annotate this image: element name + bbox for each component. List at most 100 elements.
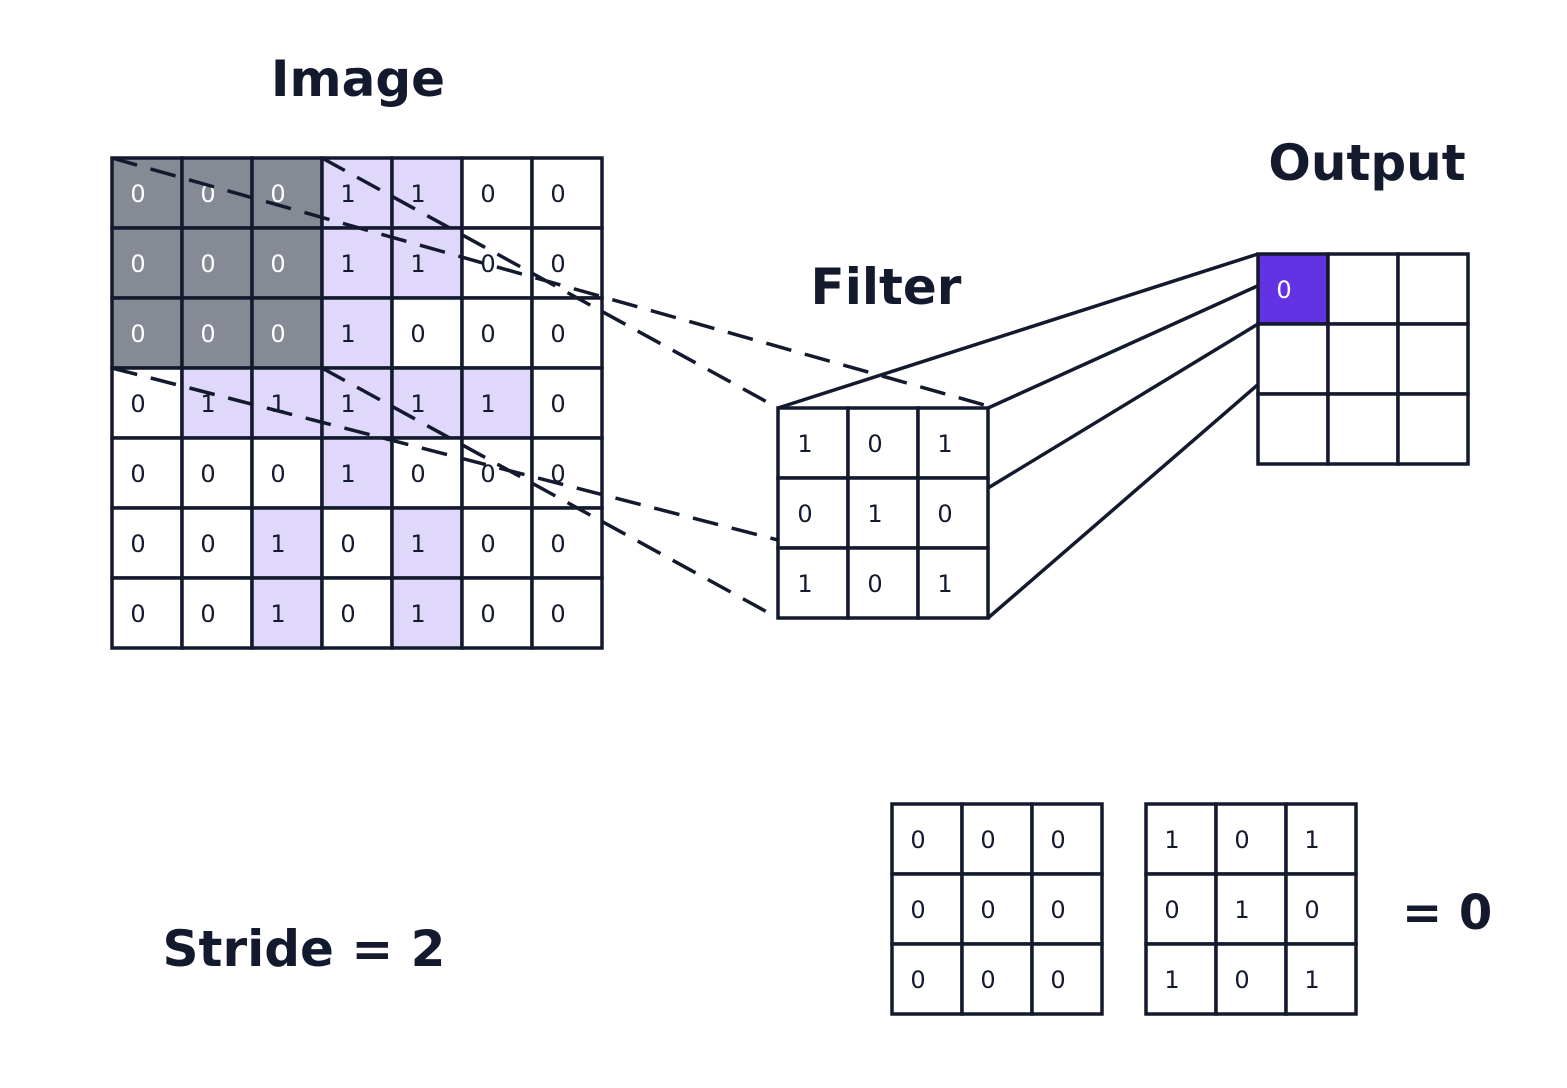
calc-patch-grid-cell <box>1030 872 1104 946</box>
dashed-line <box>111 366 779 542</box>
image-grid-value: 0 <box>410 460 425 488</box>
image-grid-cell <box>250 226 324 300</box>
image-grid-cell <box>460 226 534 300</box>
image-grid-value: 0 <box>270 460 285 488</box>
image-grid-value: 1 <box>200 390 215 418</box>
filter-grid-value: 0 <box>867 570 882 598</box>
image-grid-cell <box>250 296 324 370</box>
image-grid-cell <box>110 506 184 580</box>
image-grid-value: 0 <box>270 320 285 348</box>
image-grid-cell <box>530 576 604 650</box>
dashed-line <box>321 156 779 410</box>
image-grid-value: 0 <box>270 180 285 208</box>
filter-grid-value: 1 <box>797 430 812 458</box>
calc-filter-grid-cell <box>1284 942 1358 1016</box>
image-grid-cell <box>320 226 394 300</box>
image-grid-value: 0 <box>480 530 495 558</box>
image-grid-cell <box>460 506 534 580</box>
calc-filter-grid-cell <box>1144 802 1218 876</box>
filter-grid-value: 0 <box>937 500 952 528</box>
image-grid-value: 0 <box>130 390 145 418</box>
image-grid-value: 0 <box>130 180 145 208</box>
output-title: Output <box>1268 134 1465 192</box>
image-grid-cell <box>320 576 394 650</box>
image-grid-cell <box>250 576 324 650</box>
image-grid-value: 1 <box>340 320 355 348</box>
image-grid-value: 1 <box>340 180 355 208</box>
filter-grid-value: 1 <box>867 500 882 528</box>
calc-filter-grid-value: 1 <box>1164 826 1179 854</box>
image-grid-cell <box>110 576 184 650</box>
output-grid-cell <box>1256 252 1330 326</box>
calc-patch-grid-value: 0 <box>910 826 925 854</box>
image-grid-cell <box>460 296 534 370</box>
image-grid-value: 0 <box>200 250 215 278</box>
calc-filter-grid-value: 0 <box>1304 896 1319 924</box>
filter-title: Filter <box>811 258 962 316</box>
filter-grid-cell <box>916 546 990 620</box>
output-grid-cell <box>1326 392 1400 466</box>
image-grid-cell <box>250 156 324 230</box>
filter-grid-cell <box>846 406 920 480</box>
image-grid-value: 0 <box>340 600 355 628</box>
image-grid-value: 0 <box>200 460 215 488</box>
calc-filter-grid-cell <box>1214 802 1288 876</box>
image-grid-cell <box>110 226 184 300</box>
output-grid-cell <box>1396 322 1470 396</box>
image-grid-cell <box>180 576 254 650</box>
image-grid-cell <box>180 506 254 580</box>
filter-grid-cell <box>776 546 850 620</box>
image-grid-cell <box>180 226 254 300</box>
output-grid-cell <box>1396 392 1470 466</box>
calc-patch-grid-cell <box>890 802 964 876</box>
filter-grid-cell <box>916 406 990 480</box>
calc-filter-grid-cell <box>1214 872 1288 946</box>
image-grid-value: 0 <box>480 250 495 278</box>
stride-label: Stride = 2 <box>163 920 446 978</box>
image-grid-cell <box>250 366 324 440</box>
calc-filter-grid-cell <box>1284 872 1358 946</box>
calc-patch-grid-value: 0 <box>1050 896 1065 924</box>
image-grid-cell <box>530 156 604 230</box>
calc-filter-grid-value: 1 <box>1304 966 1319 994</box>
calc-patch-grid-value: 0 <box>980 966 995 994</box>
image-grid-value: 0 <box>130 250 145 278</box>
image-grid-value: 0 <box>200 600 215 628</box>
image-grid-value: 1 <box>340 390 355 418</box>
image-grid-cell <box>390 506 464 580</box>
image-grid-value: 1 <box>410 180 425 208</box>
image-grid-value: 0 <box>130 460 145 488</box>
image-grid-value: 0 <box>550 250 565 278</box>
calc-patch-grid-value: 0 <box>910 896 925 924</box>
image-grid-value: 1 <box>270 530 285 558</box>
dashed-line <box>321 366 779 620</box>
filter-grid-value: 0 <box>867 430 882 458</box>
calc-patch-grid-cell <box>960 802 1034 876</box>
calc-filter-grid-value: 0 <box>1234 966 1249 994</box>
image-grid-value: 0 <box>550 320 565 348</box>
filter-grid-value: 1 <box>937 430 952 458</box>
calc-filter-grid-value: 1 <box>1304 826 1319 854</box>
image-grid-value: 0 <box>200 320 215 348</box>
image-grid-value: 0 <box>200 530 215 558</box>
image-grid-cell <box>250 436 324 510</box>
image-grid-cell <box>110 366 184 440</box>
filter-grid-cell <box>776 406 850 480</box>
image-grid-cell <box>530 506 604 580</box>
image-title: Image <box>271 50 445 108</box>
image-grid-cell <box>530 436 604 510</box>
image-grid-cell <box>530 296 604 370</box>
image-grid-value: 0 <box>550 180 565 208</box>
calc-filter-grid-value: 1 <box>1164 966 1179 994</box>
image-grid-cell <box>180 436 254 510</box>
calc-patch-grid-value: 0 <box>1050 826 1065 854</box>
calc-filter-grid-value: 0 <box>1164 896 1179 924</box>
image-grid-cell <box>460 576 534 650</box>
calc-filter-grid-cell <box>1144 872 1218 946</box>
calc-patch-grid-value: 0 <box>910 966 925 994</box>
image-grid-cell <box>320 436 394 510</box>
image-grid-value: 0 <box>480 600 495 628</box>
